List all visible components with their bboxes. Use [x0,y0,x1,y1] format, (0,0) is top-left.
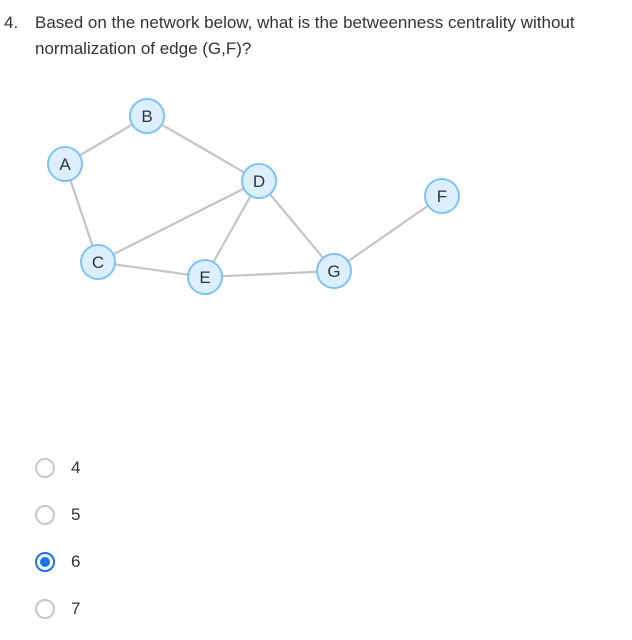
node-circle [241,163,277,199]
option-4[interactable]: 4 [35,452,80,499]
node-c: C [80,244,116,280]
node-label: F [437,187,447,206]
question-number: 4. [4,13,19,32]
option-label: 6 [71,552,81,571]
node-d: D [241,163,277,199]
node-circle [187,259,223,295]
graph-nodes: A B C D E F G [47,98,460,295]
node-e: E [187,259,223,295]
node-label: E [199,268,210,287]
edge-e-g [204,269,335,279]
node-g: G [316,253,352,289]
node-circle [80,244,116,280]
radio-button[interactable] [35,599,55,619]
edge-c-d [97,180,260,263]
edge-b-d [146,115,260,182]
radio-button[interactable] [35,505,55,525]
node-circle [424,178,460,214]
node-circle [47,146,83,182]
node-circle [129,98,165,134]
node-label: C [92,253,104,272]
node-label: D [253,172,265,191]
question: 4. Based on the network below, what is t… [4,10,628,62]
option-6[interactable]: 6 [35,546,80,593]
option-label: 7 [71,599,81,618]
option-5[interactable]: 5 [35,499,80,546]
node-a: A [47,146,83,182]
node-circle [316,253,352,289]
question-text: Based on the network below, what is the … [35,13,575,58]
radio-button[interactable] [35,552,55,572]
option-7[interactable]: 7 [35,593,80,640]
node-label: A [59,155,71,174]
node-f: F [424,178,460,214]
option-label: 5 [71,505,81,524]
node-label: G [327,262,340,281]
answer-options: 4 5 6 7 [35,452,80,640]
option-label: 4 [71,458,81,477]
radio-button[interactable] [35,458,55,478]
edge-g-f [333,195,443,272]
node-b: B [129,98,165,134]
node-label: B [141,107,152,126]
